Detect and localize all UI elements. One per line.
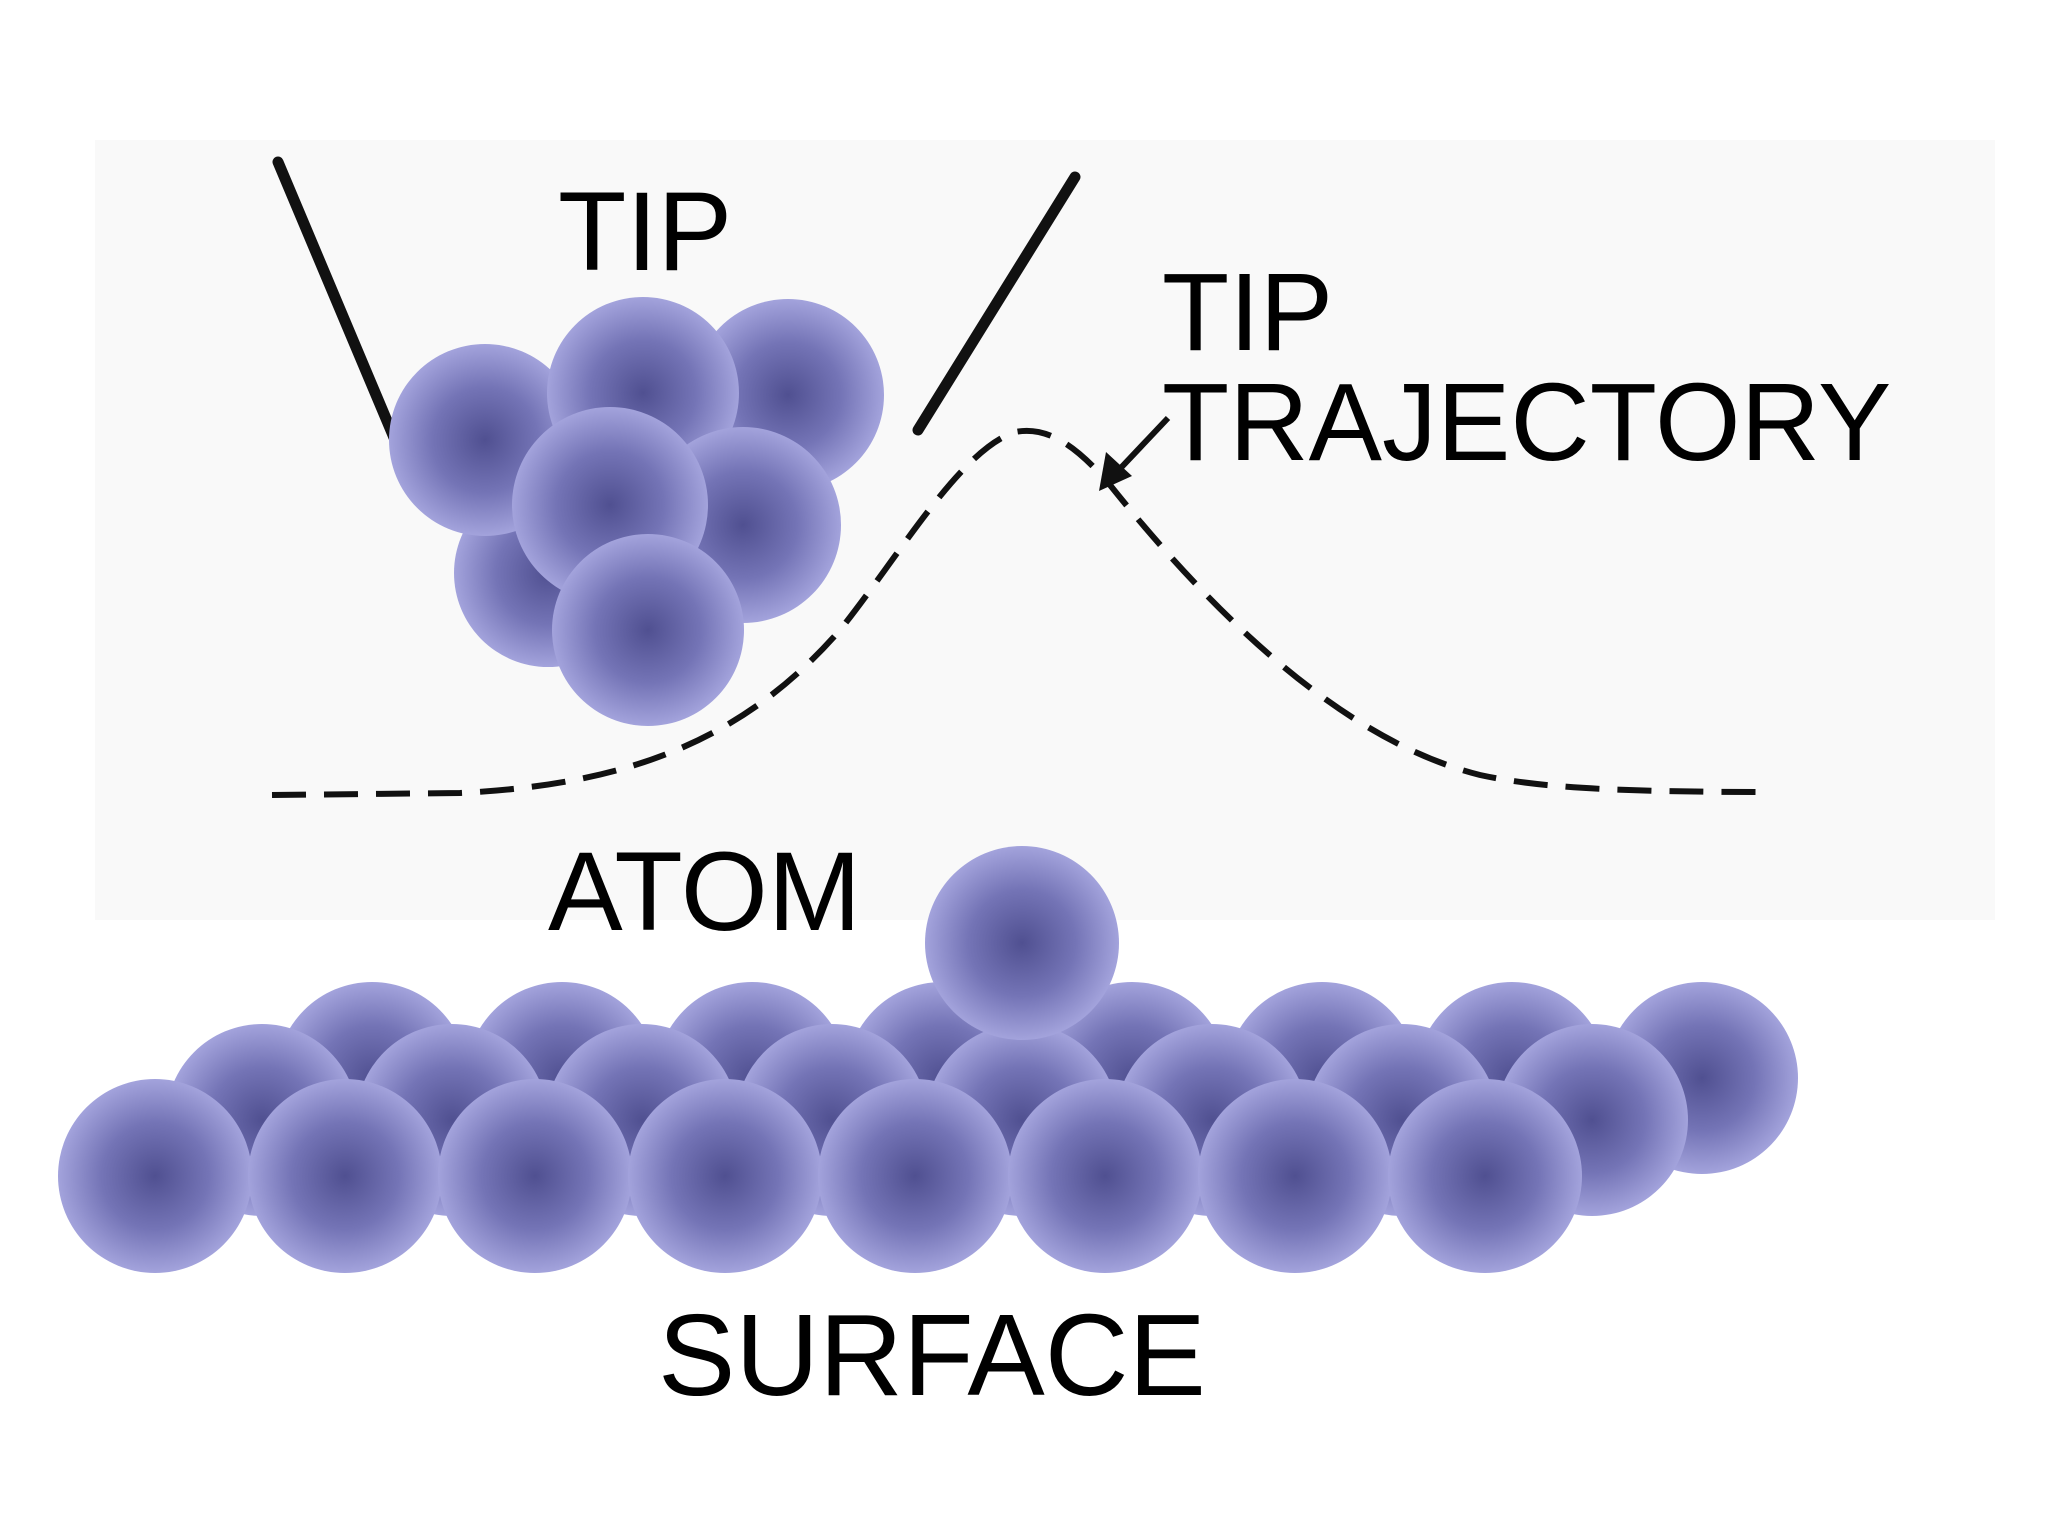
surface-label: SURFACE	[658, 1290, 1206, 1420]
surface-atom	[628, 1079, 822, 1273]
atom-label: ATOM	[548, 829, 861, 954]
tip-outline-left-wall	[272, 156, 401, 446]
surface-atom-front-row	[58, 1079, 1582, 1273]
tip-trajectory-label-line2: TRAJECTORY	[1162, 361, 1891, 484]
surface-atom	[248, 1079, 442, 1273]
trajectory-arrow	[1099, 415, 1171, 491]
tip-trajectory-label-line1: TIP	[1162, 251, 1333, 374]
tip-outline-right-wall	[912, 171, 1081, 436]
surface-atom	[1198, 1079, 1392, 1273]
scan-background-panel	[95, 140, 1995, 920]
tip-atom	[552, 534, 744, 726]
surface-atom	[1388, 1079, 1582, 1273]
tip-outline	[272, 156, 1081, 446]
surface-atom	[1008, 1079, 1202, 1273]
adsorbed-atom	[925, 846, 1119, 1040]
tip-atom-cluster	[389, 297, 884, 726]
surface-atom	[438, 1079, 632, 1273]
tip-label: TIP	[558, 169, 732, 294]
trajectory-arrow-head	[1099, 452, 1132, 491]
trajectory-arrow-shaft	[1113, 415, 1171, 476]
tip-trajectory-path	[271, 427, 1771, 798]
surface-atom	[58, 1079, 252, 1273]
surface-atom	[818, 1079, 1012, 1273]
